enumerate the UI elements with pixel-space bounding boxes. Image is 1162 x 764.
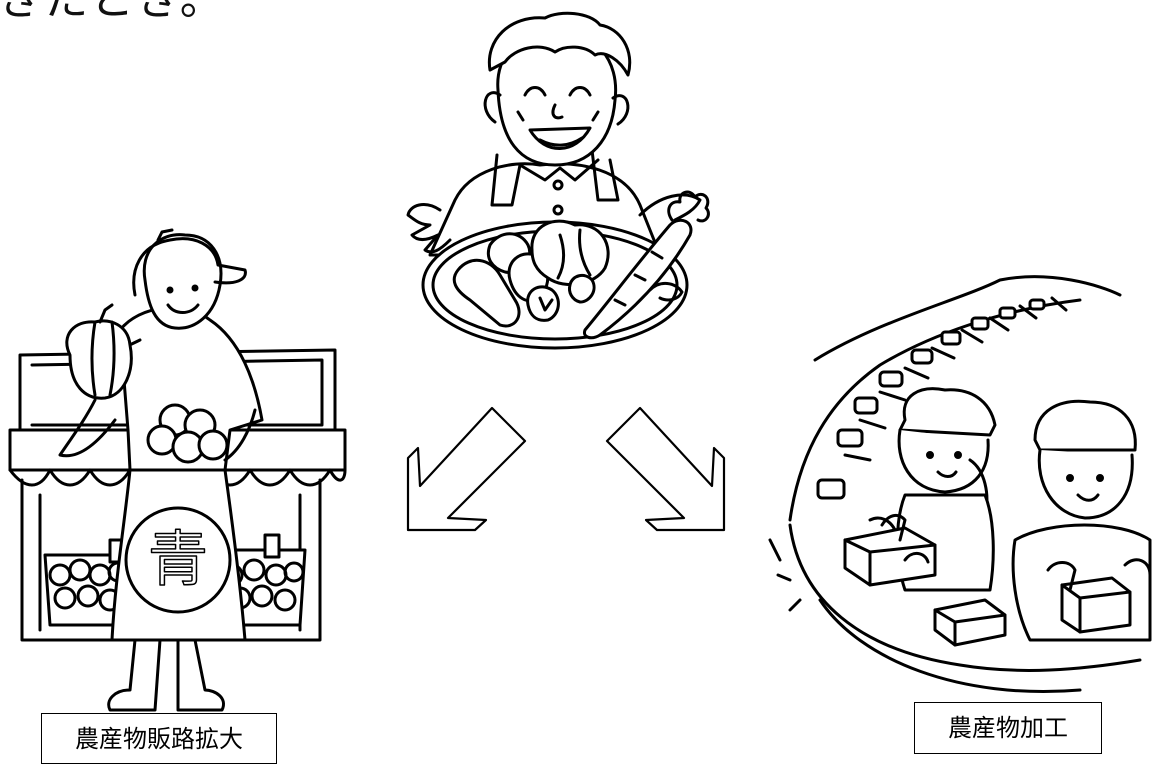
stall-vendor-illustration xyxy=(10,230,345,710)
arrow-right-down xyxy=(607,408,724,530)
label-agricultural-processing: 農産物加工 xyxy=(914,702,1102,754)
processing-workers-illustration xyxy=(770,277,1150,692)
apron-glyph: 青 xyxy=(148,525,208,595)
label-sales-channel-expansion: 農産物販路拡大 xyxy=(41,713,277,764)
arrow-left-down xyxy=(408,408,525,530)
farmer-illustration xyxy=(408,13,708,348)
